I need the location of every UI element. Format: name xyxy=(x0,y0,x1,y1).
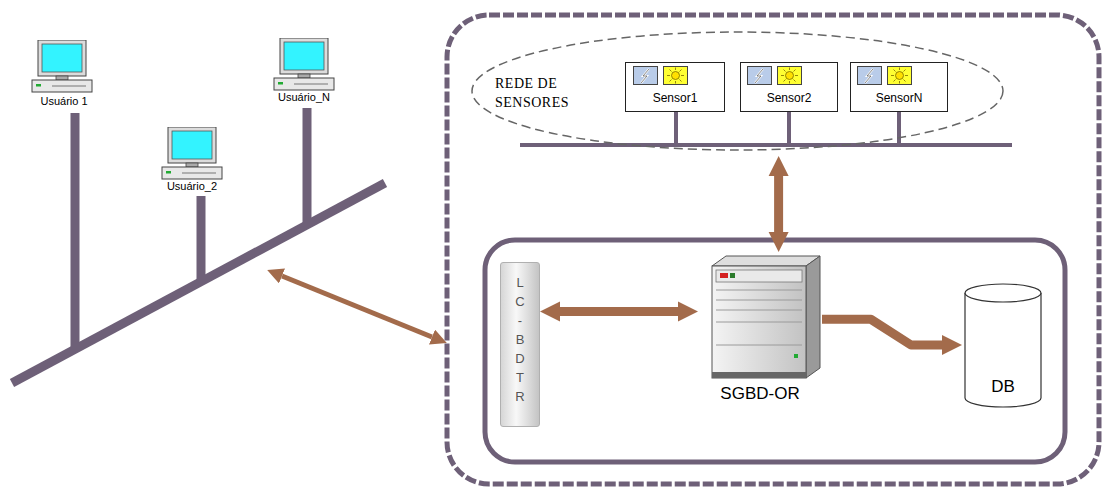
cylinder-top xyxy=(965,284,1041,302)
server-panel xyxy=(716,270,802,282)
ellipse-line xyxy=(472,32,1003,150)
sensor-icons xyxy=(748,67,802,85)
bus-line xyxy=(520,143,1012,147)
server-led xyxy=(720,273,728,278)
flow-arrow xyxy=(560,307,678,316)
bus-drop xyxy=(787,112,791,145)
database-node: DB xyxy=(962,283,1044,407)
server-top xyxy=(712,256,820,266)
node-label: L C - B D T R xyxy=(514,273,527,406)
bus-drop xyxy=(197,196,206,282)
node-label: Usuário_2 xyxy=(167,180,217,193)
flow-arrow xyxy=(822,319,942,345)
computer-node: Usuário_2 xyxy=(148,125,236,195)
node-label: REDE DE SENSORES xyxy=(495,74,607,112)
system-boundary xyxy=(447,15,1099,484)
node-label: DB xyxy=(991,377,1015,397)
sensor-box: Sensor2 xyxy=(740,62,838,112)
bus-drop xyxy=(674,112,678,145)
network-bus xyxy=(12,108,385,383)
bus-drop xyxy=(303,108,312,225)
computer-node: Usuário_N xyxy=(256,36,352,106)
server-led xyxy=(730,273,735,278)
computer-icon xyxy=(162,127,222,179)
network-arrow xyxy=(282,276,432,337)
computer-icon xyxy=(32,40,92,92)
computer-node: Usuário 1 xyxy=(24,38,104,110)
sensor-box: Sensor1 xyxy=(625,62,725,112)
node-label: Sensor1 xyxy=(653,92,698,106)
server-led xyxy=(794,354,798,358)
sensor-icons xyxy=(634,67,688,85)
sensor-network-ellipse: REDE DE SENSORES Sensor1 Sensor2 SensorN xyxy=(470,30,1005,152)
cylinder-body xyxy=(965,293,1041,407)
layer-column: L C - B D T R xyxy=(500,262,540,427)
server-side xyxy=(806,256,820,378)
sensor-box: SensorN xyxy=(850,62,948,112)
sensor-icons xyxy=(858,67,912,85)
database-cylinder xyxy=(965,284,1041,407)
server-icon xyxy=(712,256,820,378)
server-base xyxy=(712,372,806,378)
node-label: SGBD-OR xyxy=(720,384,799,404)
bus-line xyxy=(12,183,385,383)
server-node: SGBD-OR xyxy=(698,254,822,406)
server-front xyxy=(712,266,806,378)
computer-icon xyxy=(274,38,334,90)
node-label: Sensor2 xyxy=(767,92,812,106)
node-label: Usuário 1 xyxy=(40,95,87,108)
bus-drop xyxy=(71,113,80,350)
node-label: SensorN xyxy=(876,92,923,106)
server-slots xyxy=(716,290,802,345)
flow-arrow xyxy=(774,176,783,232)
node-label: Usuário_N xyxy=(278,91,330,104)
bus-drop xyxy=(897,112,901,145)
server-boundary xyxy=(485,240,1065,462)
